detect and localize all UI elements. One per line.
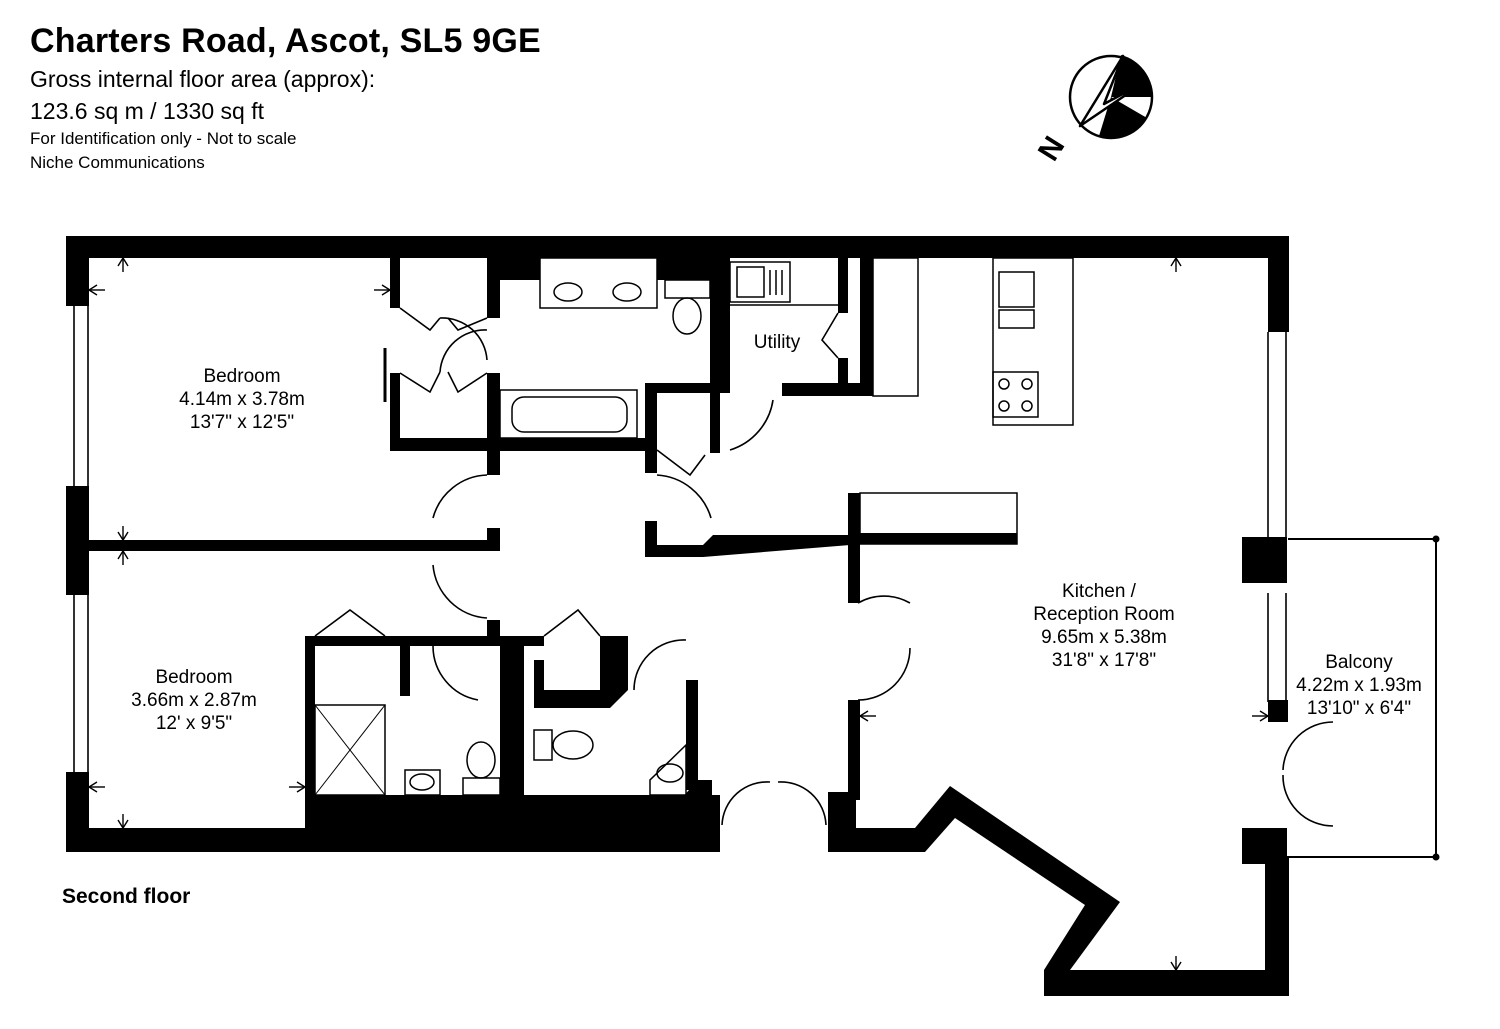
balcony-imperial: 13'10" x 6'4" [1307,698,1411,719]
bedroom-2-name: Bedroom [155,667,232,688]
dimension-arrows [87,256,1270,972]
walls [66,236,1289,996]
compass-north-letter: N [1032,131,1071,167]
balcony-outline [1288,535,1440,861]
floor-label: Second floor [62,885,191,908]
doors [314,307,1334,827]
area-value: 123.6 sq m / 1330 sq ft [30,98,264,124]
bedroom-1-name: Bedroom [203,366,280,387]
utility-name: Utility [754,332,801,353]
balcony-name: Balcony [1325,652,1393,673]
bedroom-1-imperial: 13'7" x 12'5" [190,412,294,433]
room-label-balcony: Balcony 4.22m x 1.93m 13'10" x 6'4" [1296,652,1422,719]
room-label-bedroom-1: Bedroom 4.14m x 3.78m 13'7" x 12'5" [179,366,305,433]
disclaimer-text: For Identification only - Not to scale [30,129,297,148]
kitchen-imperial: 31'8" x 17'8" [1052,650,1156,671]
kitchen-metric: 9.65m x 5.38m [1041,627,1167,648]
bedroom-2-imperial: 12' x 9'5" [156,713,232,734]
room-label-bedroom-2: Bedroom 3.66m x 2.87m 12' x 9'5" [131,667,257,734]
bedroom-2-metric: 3.66m x 2.87m [131,690,257,711]
windows [73,306,1287,772]
compass-icon: N [1032,54,1154,167]
page-title: Charters Road, Ascot, SL5 9GE [30,22,541,60]
area-label: Gross internal floor area (approx): [30,66,376,92]
agent-name: Niche Communications [30,153,205,172]
kitchen-name-line1: Kitchen / [1062,581,1137,602]
kitchen-name-line2: Reception Room [1033,604,1175,625]
room-label-utility: Utility [754,332,801,353]
balcony-metric: 4.22m x 1.93m [1296,675,1422,696]
bedroom-1-metric: 4.14m x 3.78m [179,389,305,410]
fixtures [314,257,1074,796]
room-label-kitchen: Kitchen / Reception Room 9.65m x 5.38m 3… [1033,581,1175,671]
